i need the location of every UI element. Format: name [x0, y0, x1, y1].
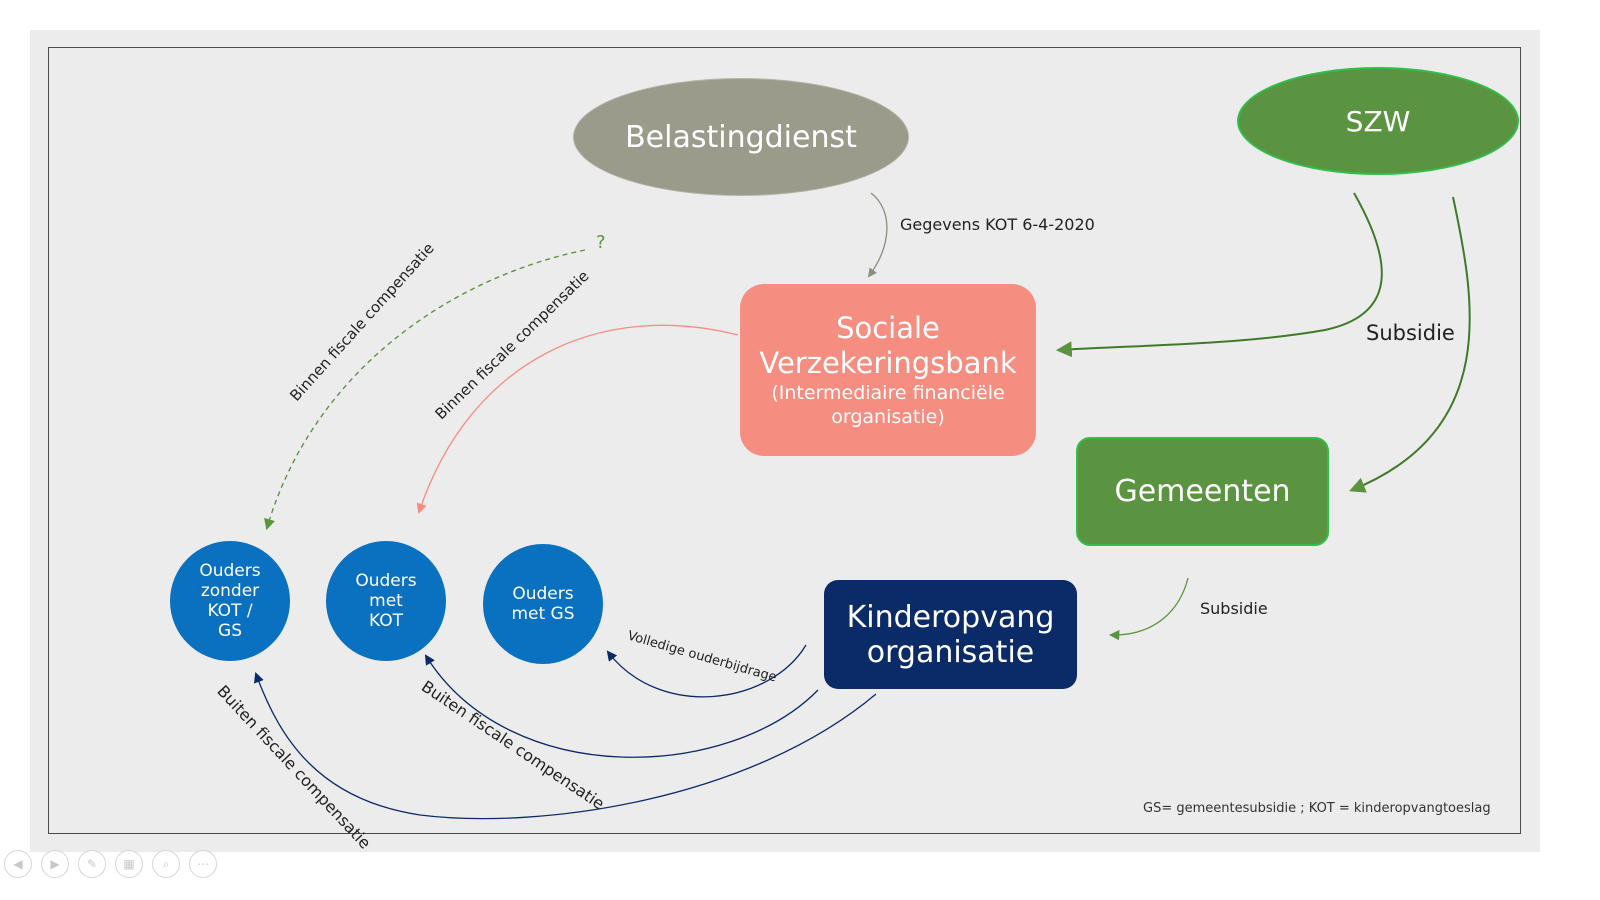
node-ouders-kot: Ouders met KOT — [326, 541, 446, 661]
more-icon[interactable]: ⋯ — [189, 850, 217, 878]
slideshow-controls: ◀ ▶ ✎ ▦ ⌕ ⋯ — [4, 850, 217, 878]
node-ouders-kot-line3: KOT — [369, 611, 403, 631]
node-kinderopvang: Kinderopvang organisatie — [824, 580, 1077, 689]
label-subsidie-gemeenten: Subsidie — [1200, 599, 1268, 618]
node-szw: SZW — [1237, 67, 1519, 175]
node-ouders-gs-line2: met GS — [511, 604, 575, 624]
node-ouders-kot-line2: met — [369, 591, 403, 611]
arrow-svb-ouders-kot — [416, 324, 739, 514]
node-svb-line1: Sociale — [836, 311, 940, 345]
node-svb-sub1: (Intermediaire financiële — [771, 382, 1005, 404]
footnote: GS= gemeentesubsidie ; KOT = kinderopvan… — [1143, 801, 1491, 816]
node-ouders-zonder-line4: GS — [218, 621, 242, 641]
prev-icon[interactable]: ◀ — [4, 850, 32, 878]
node-ouders-zonder: Ouders zonder KOT / GS — [170, 541, 290, 661]
node-ouders-zonder-line1: Ouders — [199, 561, 261, 581]
node-ouders-kot-line1: Ouders — [355, 571, 417, 591]
node-svb-line2: Verzekeringsbank — [759, 346, 1017, 380]
label-question: ? — [596, 232, 606, 253]
node-ouders-zonder-line3: KOT / — [207, 601, 253, 621]
arrow-szw-gemeenten — [1349, 196, 1471, 493]
node-kinderopvang-line1: Kinderopvang — [846, 599, 1055, 635]
node-belastingdienst-label: Belastingdienst — [625, 119, 857, 155]
diagram-frame — [48, 47, 1521, 834]
node-ouders-gs: Ouders met GS — [483, 544, 603, 664]
slides-icon[interactable]: ▦ — [115, 850, 143, 878]
pen-icon[interactable]: ✎ — [78, 850, 106, 878]
node-gemeenten-label: Gemeenten — [1114, 474, 1291, 509]
arrow-belastingdienst-svb — [867, 192, 888, 278]
arrow-kinderopvang-ouders-kot — [424, 654, 819, 758]
arrow-question-ouders-zonder — [264, 249, 586, 531]
next-icon[interactable]: ▶ — [41, 850, 69, 878]
node-ouders-gs-line1: Ouders — [512, 584, 574, 604]
label-subsidie-szw: Subsidie — [1366, 321, 1455, 345]
node-svb: Sociale Verzekeringsbank (Intermediaire … — [740, 284, 1036, 456]
arrow-kinderopvang-ouders-zonder — [253, 672, 877, 820]
node-svb-sub2: organisatie) — [831, 406, 945, 428]
arrow-szw-svb — [1055, 192, 1383, 358]
node-belastingdienst: Belastingdienst — [573, 78, 909, 196]
arrow-gemeenten-kinderopvang — [1108, 577, 1189, 641]
arrow-kinderopvang-ouders-gs — [606, 644, 807, 698]
node-ouders-zonder-line2: zonder — [200, 581, 260, 601]
label-gegevens: Gegevens KOT 6-4-2020 — [900, 215, 1095, 234]
node-gemeenten: Gemeenten — [1076, 437, 1329, 546]
zoom-icon[interactable]: ⌕ — [152, 850, 180, 878]
node-kinderopvang-line2: organisatie — [866, 634, 1035, 670]
node-szw-label: SZW — [1345, 104, 1411, 138]
